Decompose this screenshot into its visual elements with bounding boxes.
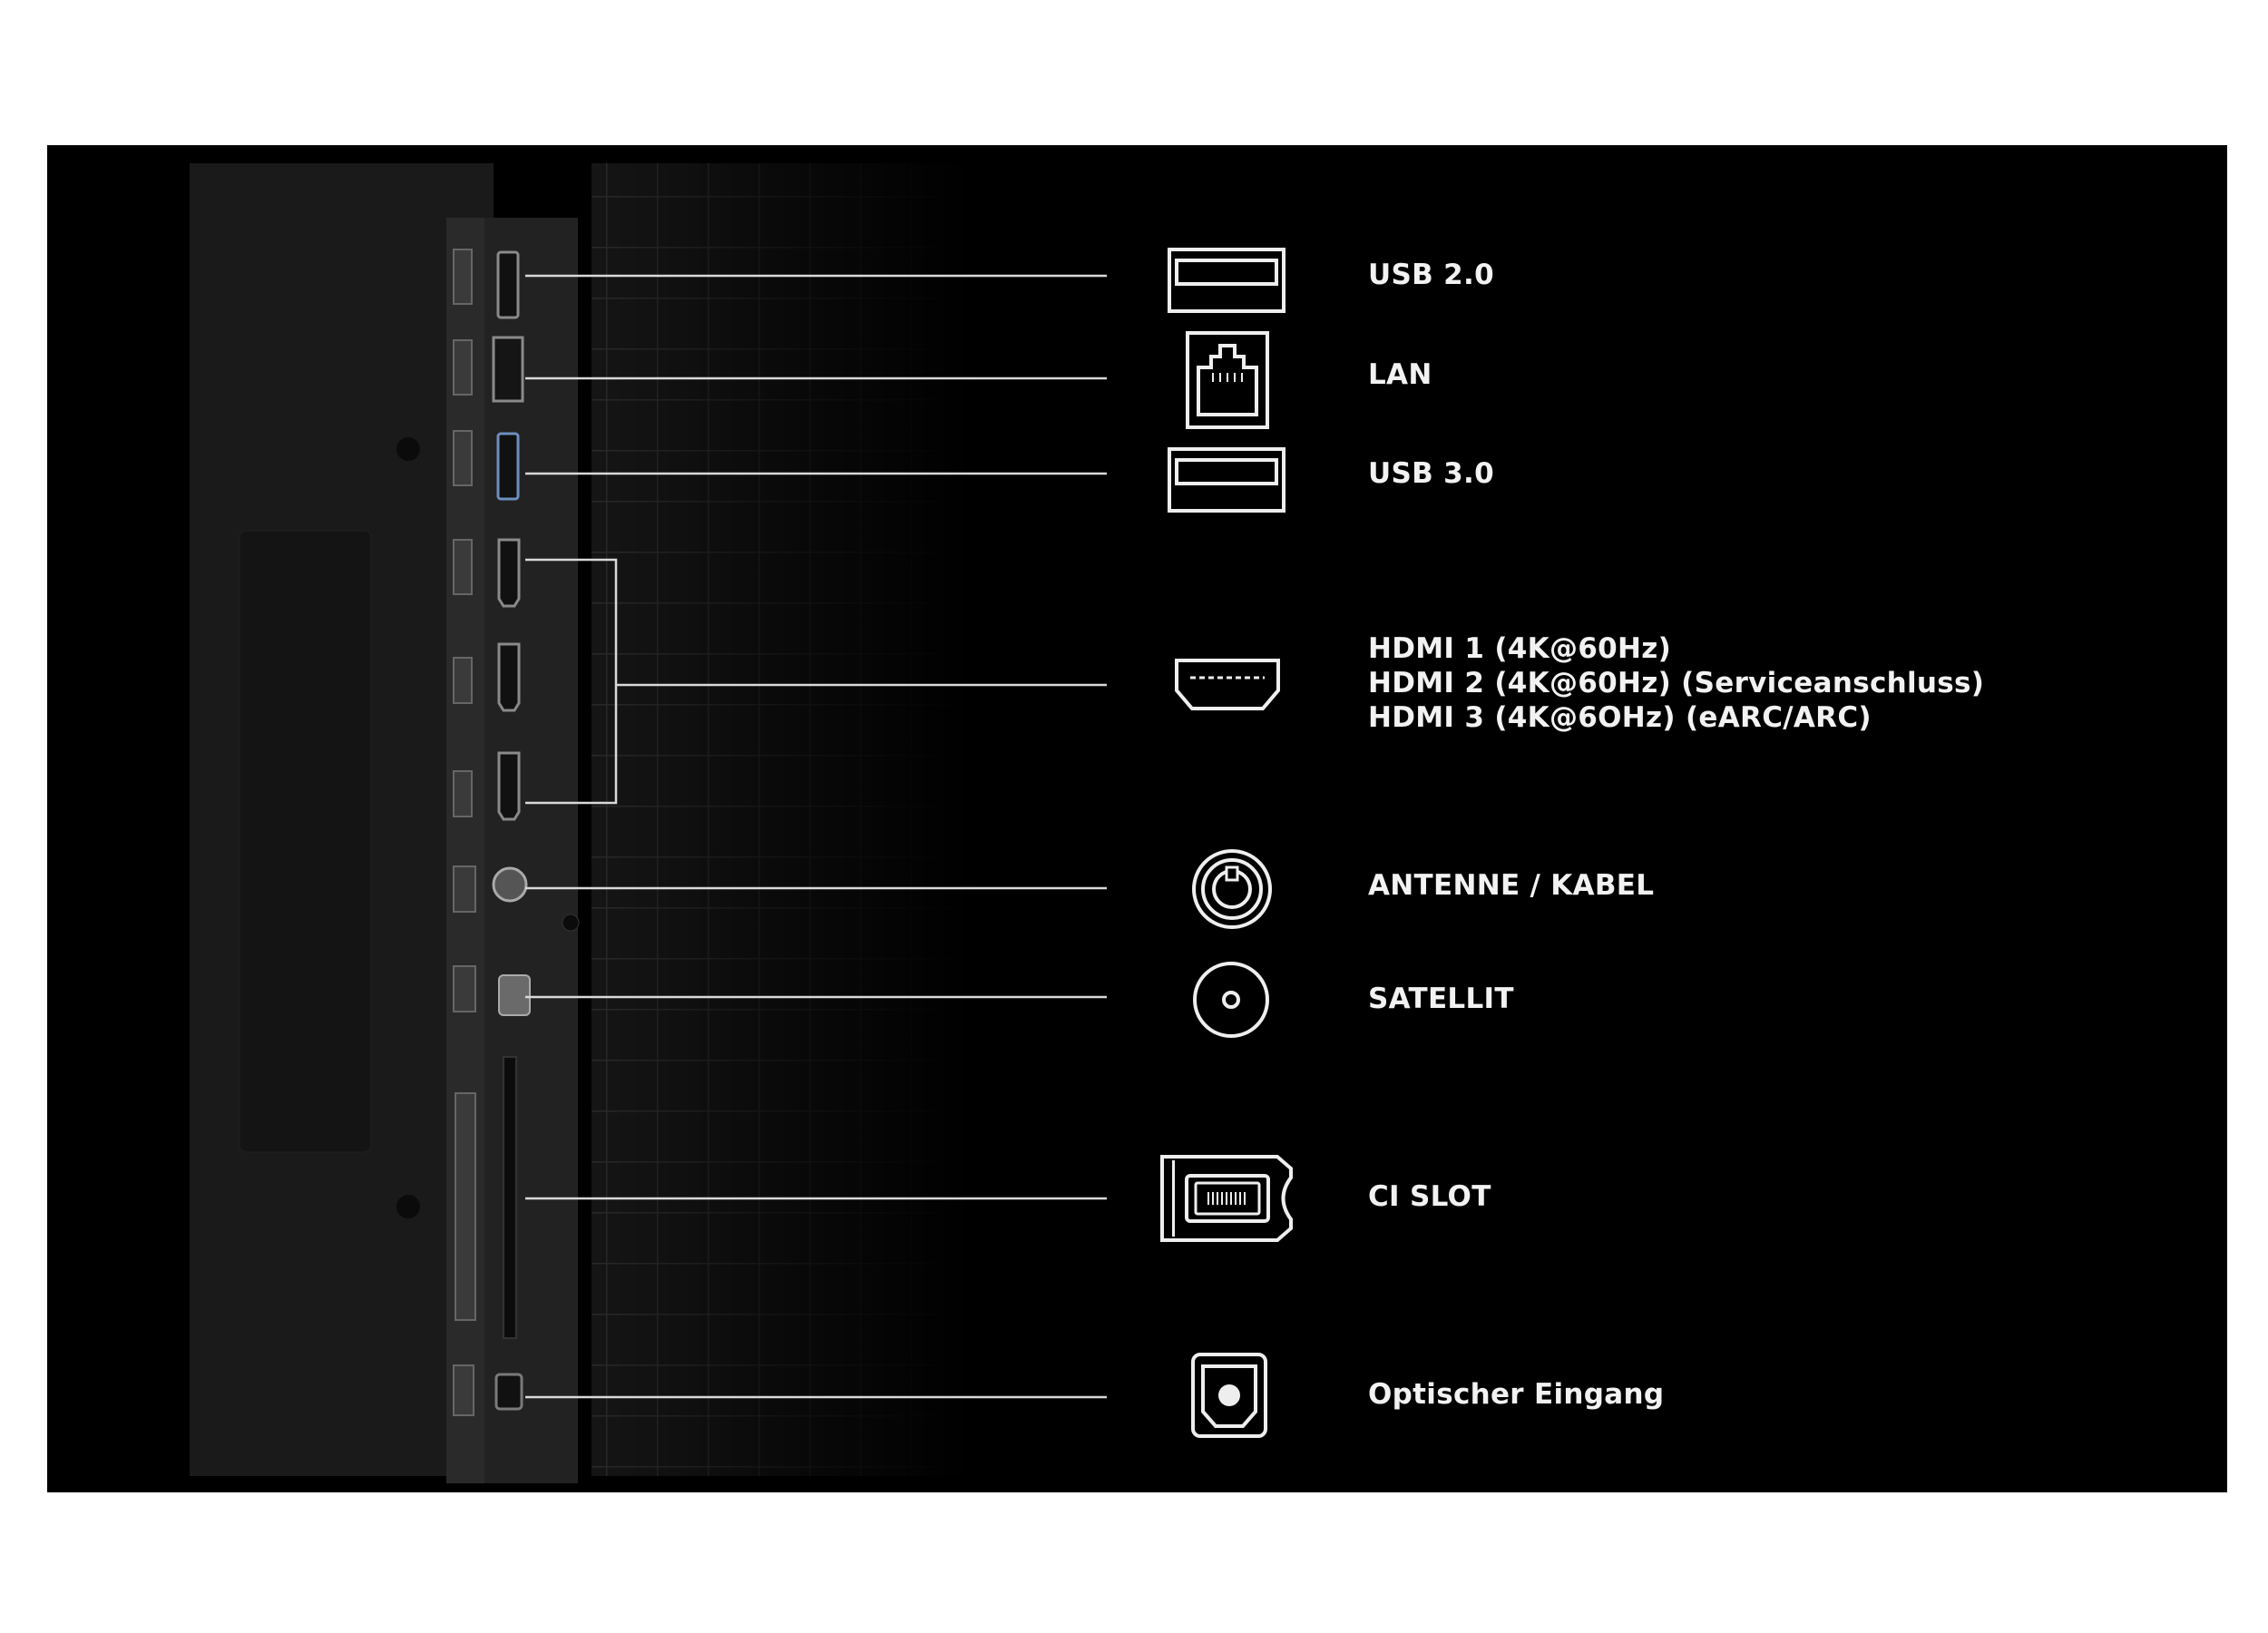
label-usb2: USB 2.0 bbox=[1368, 259, 1494, 291]
ci-slot-icon bbox=[1160, 1155, 1293, 1242]
satellite-port-icon bbox=[1193, 962, 1269, 1038]
label-satellite: SATELLIT bbox=[1368, 983, 1514, 1015]
label-hdmi-1: HDMI 1 (4K@60Hz) bbox=[1368, 632, 1672, 665]
antenna-port-icon bbox=[1192, 849, 1272, 929]
usb-port-icon bbox=[1168, 447, 1286, 513]
label-ci-slot: CI SLOT bbox=[1368, 1180, 1491, 1213]
label-hdmi-3: HDMI 3 (4K@6OHz) (eARC/ARC) bbox=[1368, 701, 1872, 734]
label-usb3: USB 3.0 bbox=[1368, 457, 1494, 490]
connections-panel: USB 2.0 LAN USB 3.0 HDMI 1 (4K@60Hz) HDM… bbox=[47, 145, 2227, 1492]
tv-rear-panel-image bbox=[190, 145, 2227, 1492]
optical-port-icon bbox=[1191, 1353, 1267, 1438]
label-lan: LAN bbox=[1368, 358, 1432, 391]
label-antenna: ANTENNE / KABEL bbox=[1368, 869, 1655, 902]
hdmi-port-icon bbox=[1175, 659, 1280, 710]
label-hdmi-2: HDMI 2 (4K@60Hz) (Serviceanschluss) bbox=[1368, 667, 1985, 699]
usb-port-icon bbox=[1168, 248, 1286, 313]
lan-port-icon bbox=[1186, 331, 1269, 429]
label-optical: Optischer Eingang bbox=[1368, 1378, 1665, 1411]
leader-lines bbox=[525, 274, 1107, 1399]
